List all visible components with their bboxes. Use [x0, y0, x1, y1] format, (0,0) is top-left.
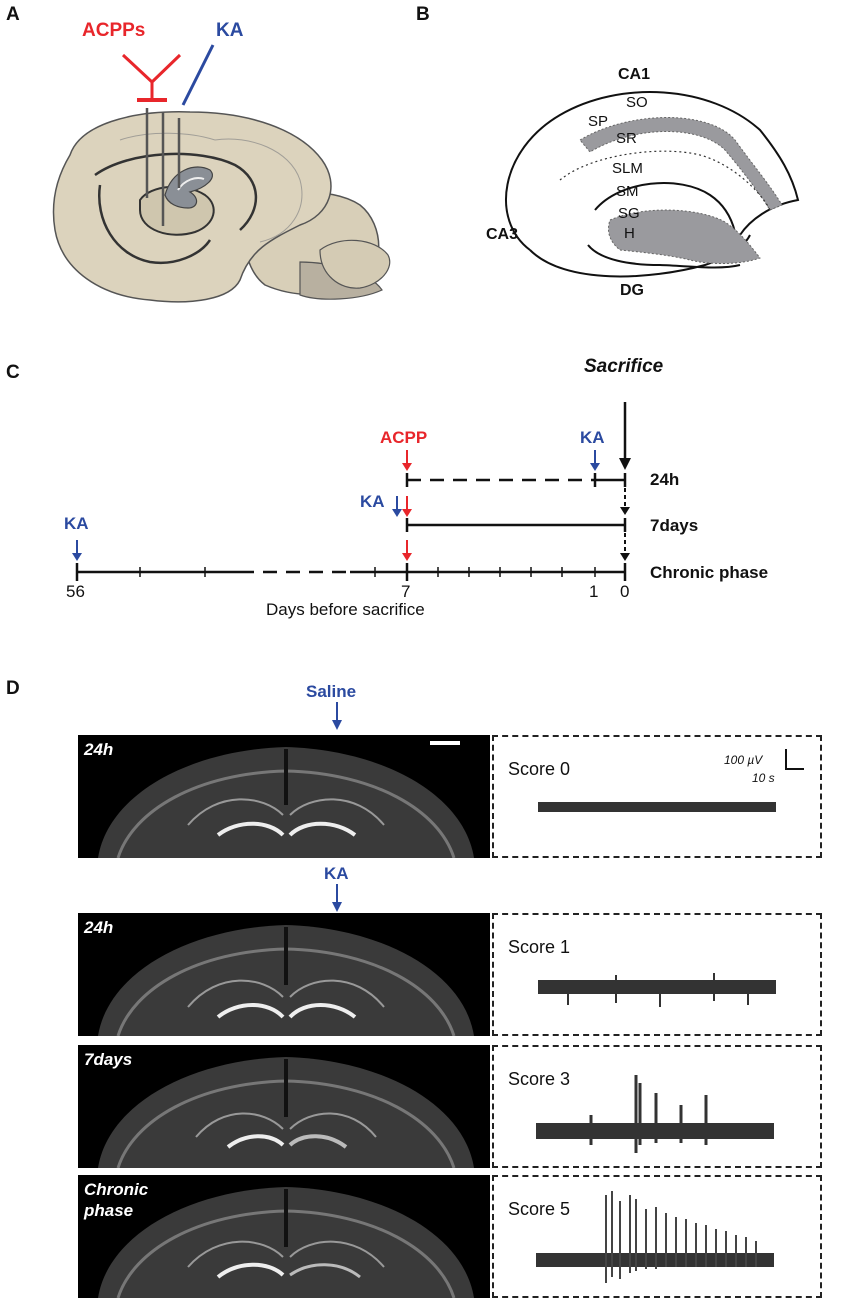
layer-sg-label: SG [618, 205, 640, 222]
tick-7-label: 7 [401, 582, 411, 601]
score-label-4: Score 5 [508, 1199, 571, 1219]
tick-56-label: 56 [66, 582, 85, 601]
acpp-label: ACPP [380, 428, 428, 447]
ca1-label: CA1 [618, 66, 651, 83]
saline-label: Saline [306, 682, 357, 701]
eeg-trace-box-4: Score 5 [492, 1175, 822, 1298]
panel-letter-b: B [416, 4, 430, 25]
slice-tag-4: Chronic phase [84, 1180, 149, 1220]
layer-sp-label: SP [588, 113, 609, 130]
eeg-trace-box-3: Score 3 [492, 1045, 822, 1168]
layer-h-label: H [624, 225, 635, 242]
timeline-axis-label: Days before sacrifice [266, 600, 425, 619]
slice-tag-3: 7days [84, 1050, 133, 1069]
scale-bar-time-label: 10 s [752, 771, 775, 785]
row-chronic-label: Chronic phase [650, 563, 769, 582]
eeg-trace-box-1: Score 0 100 µV 10 s [492, 735, 822, 858]
ka-injection-label: KA [216, 20, 244, 41]
brain-sagittal-diagram [52, 44, 391, 303]
row-7days-label: 7days [650, 516, 699, 535]
ka-chronic-label: KA [64, 514, 89, 533]
ka-7days-label: KA [360, 492, 385, 511]
panel-letter-c: C [6, 362, 20, 383]
timeline-diagram [72, 402, 631, 581]
brain-slice-image-4: Chronic phase [78, 1175, 490, 1298]
score-label-2: Score 1 [508, 937, 571, 957]
tick-0-label: 0 [620, 582, 630, 601]
slice-tag-2: 24h [84, 918, 114, 937]
score-label-3: Score 3 [508, 1069, 571, 1089]
hippocampus-layers-diagram [505, 91, 800, 278]
ka-slice-label: KA [324, 864, 349, 883]
panel-letter-d: D [6, 678, 20, 699]
score-label-1: Score 0 [508, 759, 571, 779]
eeg-trace-box-2: Score 1 [492, 913, 822, 1036]
layer-sm-label: SM [616, 183, 639, 200]
brain-slice-image-1: 24h [78, 735, 490, 858]
eeg-trace-3 [536, 1075, 774, 1153]
scale-bar-icon [785, 749, 804, 770]
layer-so-label: SO [626, 94, 648, 111]
ka-24h-label: KA [580, 428, 605, 447]
eeg-trace-2 [538, 973, 776, 1007]
brain-slice-image-3: 7days [78, 1045, 490, 1168]
eeg-trace-4 [536, 1191, 774, 1283]
eeg-trace-1 [538, 802, 776, 812]
ka-injection-needle [181, 44, 215, 106]
tick-1-label: 1 [589, 582, 599, 601]
acpps-label: ACPPs [82, 20, 146, 41]
ca3-label: CA3 [486, 226, 519, 243]
ka-arrow-icon [332, 884, 342, 912]
panel-letter-a: A [6, 4, 20, 25]
scale-bar-voltage-label: 100 µV [724, 753, 763, 767]
brain-slice-image-2: 24h [78, 913, 490, 1036]
slice-tag-1: 24h [84, 740, 114, 759]
row-24h-label: 24h [650, 470, 680, 489]
saline-arrow-icon [332, 702, 342, 730]
sacrifice-label: Sacrifice [584, 356, 664, 377]
layer-slm-label: SLM [612, 160, 643, 177]
layer-sr-label: SR [616, 130, 637, 147]
dg-label: DG [620, 282, 644, 299]
acpps-injection-needle [121, 53, 182, 85]
